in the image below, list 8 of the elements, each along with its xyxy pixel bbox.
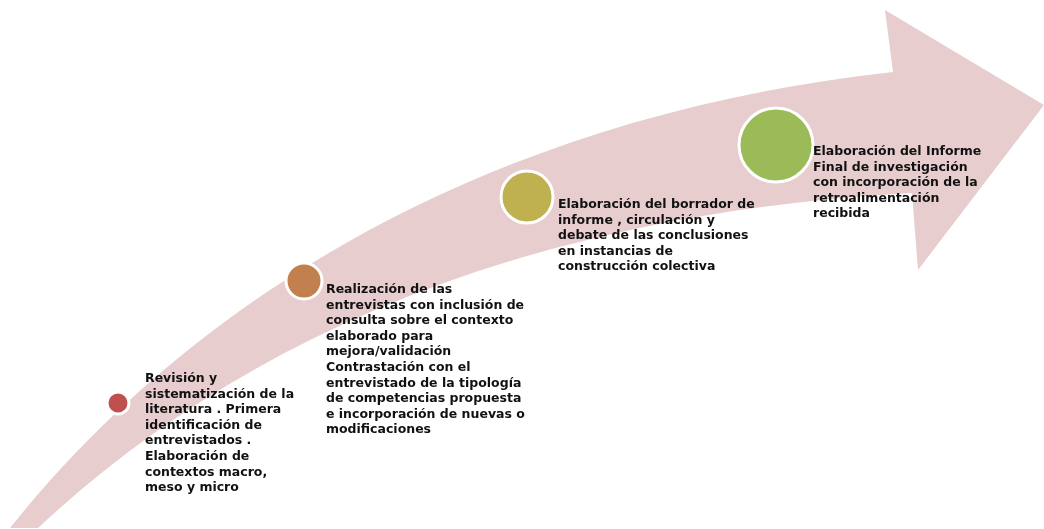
step-text: Elaboración del borrador de informe , circulación y debate de las conclusiones en instancias de construcción colectiva [558,196,756,274]
step-text: Realización de las entrevistas con inclusión de consulta sobre el contexto elaborado para mejora/validación Contrastación con el entrevistado de la tipología de competencias propuesta e incorporación de nuevas o modificaciones [326,281,526,437]
step-circle [737,106,815,184]
step-circle [105,390,131,416]
step-circle [284,261,324,301]
step-text: Revisión y sistematización de la literatura . Primera identificación de entrevistados . Elaboración de contextos macro, meso y micro [145,370,296,495]
step-text: Elaboración del Informe Final de investigación con incorporación de la retroalimentación recibida [813,143,983,221]
step-circle [499,169,555,225]
